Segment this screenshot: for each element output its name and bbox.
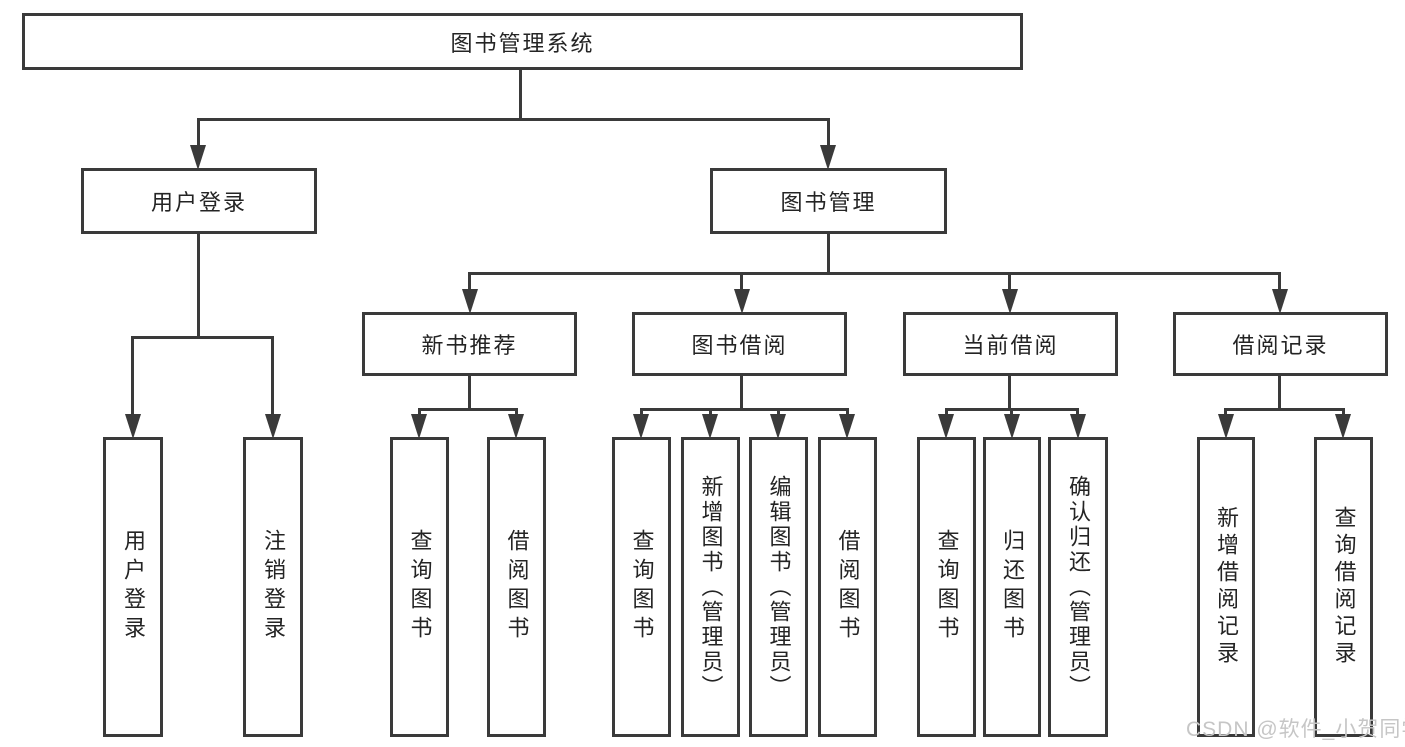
connector-line <box>945 408 948 417</box>
node-label: 新书推荐 <box>421 333 518 358</box>
connector-line <box>515 408 518 417</box>
connector-line <box>1224 408 1227 417</box>
arrow-down-icon <box>125 414 141 439</box>
connector-line <box>846 408 849 417</box>
connector-line <box>1008 376 1011 410</box>
connector-line <box>827 233 830 274</box>
connector-line <box>519 70 522 120</box>
node-label: 确认归还（管理员） <box>1066 474 1091 700</box>
connector-line <box>777 408 780 417</box>
arrow-down-icon <box>462 289 478 314</box>
arrow-down-icon <box>633 414 649 439</box>
connector-line <box>131 336 274 339</box>
arrow-down-icon <box>839 414 855 439</box>
arrow-down-icon <box>1272 289 1288 314</box>
connector-line <box>131 336 134 416</box>
arrow-down-icon <box>702 414 718 439</box>
arrow-down-icon <box>1002 289 1018 314</box>
node-book-borrowing: 图书借阅 <box>632 312 847 376</box>
arrow-down-icon <box>1335 414 1351 439</box>
connector-line <box>418 408 518 411</box>
connector-line <box>740 272 743 292</box>
node-label: 查询图书 <box>629 529 655 645</box>
node-label: 查询图书 <box>407 529 433 645</box>
node-label: 归还图书 <box>1000 529 1025 645</box>
node-label: 图书管理系统 <box>450 30 595 56</box>
node-add-books-admin: 新增图书（管理员） <box>681 437 740 737</box>
csdn-watermark: CSDN @软件_小贺同学 <box>1186 718 1405 741</box>
node-label: 图书管理 <box>780 190 877 215</box>
connector-line <box>709 408 712 417</box>
connector-line <box>1278 272 1281 292</box>
node-logout: 注销登录 <box>243 437 303 737</box>
node-label: 用户登录 <box>121 529 146 645</box>
node-confirm-return-admin: 确认归还（管理员） <box>1048 437 1108 737</box>
node-user-login: 用户登录 <box>81 168 317 234</box>
connector-line <box>1342 408 1345 417</box>
arrow-down-icon <box>1004 414 1020 439</box>
node-label: 新增图书（管理员） <box>698 474 724 700</box>
node-query-books-recommend: 查询图书 <box>390 437 449 737</box>
connector-line <box>418 408 421 417</box>
node-query-borrow-record: 查询借阅记录 <box>1314 437 1373 737</box>
node-label: 编辑图书（管理员） <box>766 474 792 700</box>
node-user-login-leaf: 用户登录 <box>103 437 163 737</box>
node-borrowing-records: 借阅记录 <box>1173 312 1388 376</box>
connector-line <box>1008 272 1011 292</box>
arrow-down-icon <box>508 414 524 439</box>
arrow-down-icon <box>1218 414 1234 439</box>
connector-line <box>827 118 830 148</box>
connector-line <box>271 336 274 416</box>
connector-line <box>1010 408 1013 417</box>
node-return-books: 归还图书 <box>983 437 1041 737</box>
connector-line <box>640 408 643 417</box>
arrow-down-icon <box>734 289 750 314</box>
node-label: 借阅图书 <box>835 529 861 645</box>
node-label: 借阅图书 <box>504 529 530 645</box>
connector-line <box>197 233 200 339</box>
node-new-book-recommend: 新书推荐 <box>362 312 577 376</box>
node-query-books-current: 查询图书 <box>917 437 976 737</box>
connector-line <box>640 408 849 411</box>
node-book-management: 图书管理 <box>710 168 947 234</box>
arrow-down-icon <box>938 414 954 439</box>
node-label: 当前借阅 <box>962 333 1059 358</box>
arrow-down-icon <box>190 145 206 170</box>
node-library-management-system: 图书管理系统 <box>22 13 1023 70</box>
connector-line <box>197 118 200 148</box>
arrow-down-icon <box>770 414 786 439</box>
node-query-books-borrowing: 查询图书 <box>612 437 671 737</box>
arrow-down-icon <box>820 145 836 170</box>
node-current-borrowing: 当前借阅 <box>903 312 1118 376</box>
connector-line <box>740 376 743 410</box>
node-label: 用户登录 <box>150 190 247 215</box>
node-borrow-books: 借阅图书 <box>818 437 877 737</box>
node-label: 新增借阅记录 <box>1214 506 1239 668</box>
node-label: 查询借阅记录 <box>1331 506 1357 668</box>
connector-line <box>468 376 471 410</box>
connector-line <box>468 272 471 292</box>
node-label: 图书借阅 <box>691 333 788 358</box>
connector-line <box>1224 408 1345 411</box>
arrow-down-icon <box>265 414 281 439</box>
connector-line <box>468 272 1281 275</box>
node-borrow-books-recommend: 借阅图书 <box>487 437 546 737</box>
arrow-down-icon <box>1070 414 1086 439</box>
connector-line <box>197 118 830 121</box>
connector-line <box>1278 376 1281 410</box>
arrow-down-icon <box>411 414 427 439</box>
node-label: 查询图书 <box>934 529 960 645</box>
node-label: 借阅记录 <box>1232 333 1329 358</box>
node-label: 注销登录 <box>261 529 286 645</box>
node-edit-books-admin: 编辑图书（管理员） <box>749 437 808 737</box>
connector-line <box>1076 408 1079 417</box>
node-add-borrow-record: 新增借阅记录 <box>1197 437 1255 737</box>
